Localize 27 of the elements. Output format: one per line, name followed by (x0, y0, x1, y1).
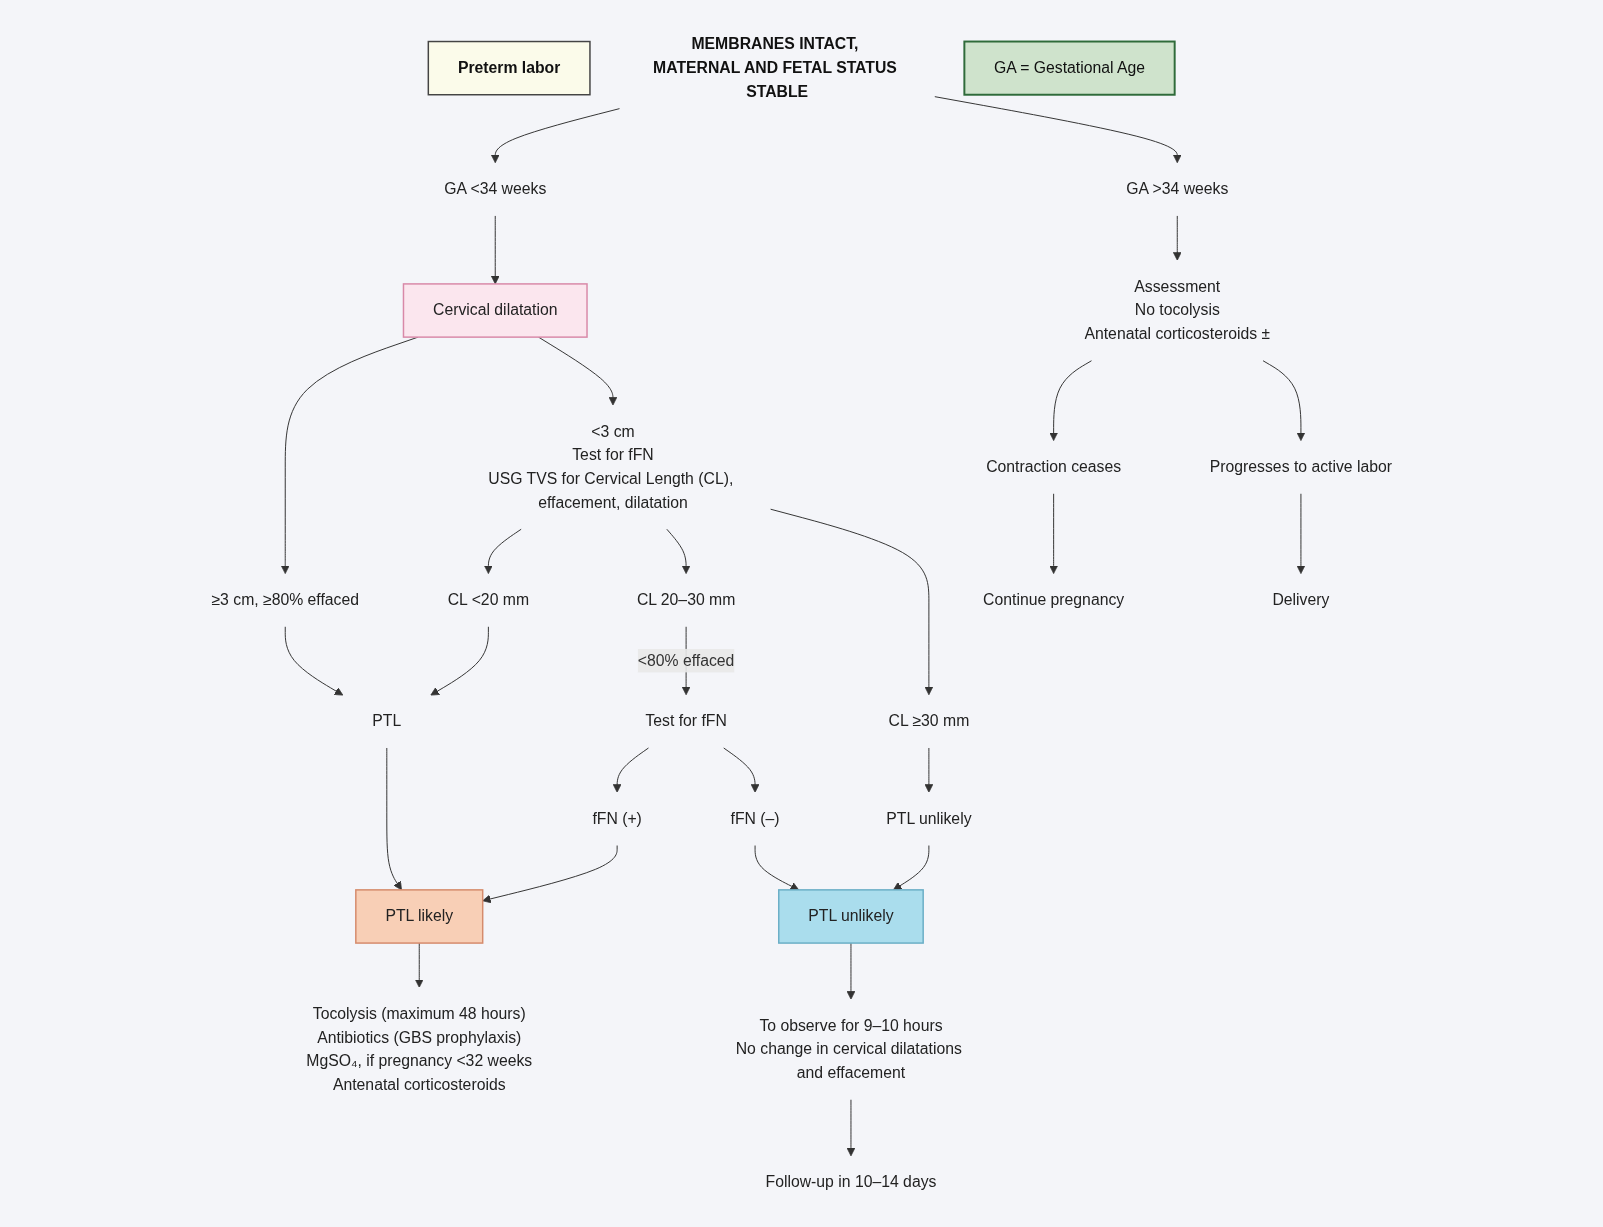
node-box: Preterm labor (427, 40, 591, 96)
node-box: PTL unlikely (777, 889, 924, 944)
node-text: CL ≥30 mm (888, 712, 970, 730)
node-text: CL <20 mm (447, 591, 529, 609)
node-text: GA <34 weeks (443, 180, 547, 198)
node-text: CL 20–30 mm (636, 591, 736, 609)
node-text: Test for fFN (645, 712, 727, 730)
node-box: Cervical dilatation (402, 283, 588, 338)
node-text: Follow-up in 10–14 days (765, 1173, 937, 1191)
node-text: PTL (372, 712, 402, 730)
node-text: ≥3 cm, ≥80% effaced (211, 591, 359, 609)
node-box: PTL likely (354, 889, 484, 944)
node-text: Progresses to active labor (1209, 458, 1392, 476)
node-text: MEMBRANES INTACT, MATERNAL AND FETAL STATUS STABLE (652, 35, 897, 100)
node-box: GA = Gestational Age (963, 40, 1176, 96)
node-text: Continue pregnancy (982, 591, 1124, 609)
node-text: fFN (+) (592, 810, 642, 827)
edge-label: <80% effaced (637, 651, 735, 669)
node-text: To observe for 9–10 hours No change in cervical dilatations and effacement (735, 1016, 962, 1082)
node-text: GA >34 weeks (1125, 180, 1229, 198)
node-text: Contraction ceases (985, 458, 1121, 476)
node-text: Delivery (1272, 591, 1330, 609)
node-text: fFN (–) (730, 810, 780, 827)
node-text: PTL unlikely (885, 810, 972, 827)
node-text: <3 cm Test for fFN USG TVS for Cervical Length (CL), effacement, dilatation (488, 422, 734, 511)
node-text: Tocolysis (maximum 48 hours) Antibiotics (GBS prophylaxis) MgSO₄, if pregnancy <32 weeks Antenatal corticosteroids (306, 1005, 532, 1093)
node-text: Assessment No tocolysis Antenatal corticosteroids ± (1084, 278, 1270, 343)
